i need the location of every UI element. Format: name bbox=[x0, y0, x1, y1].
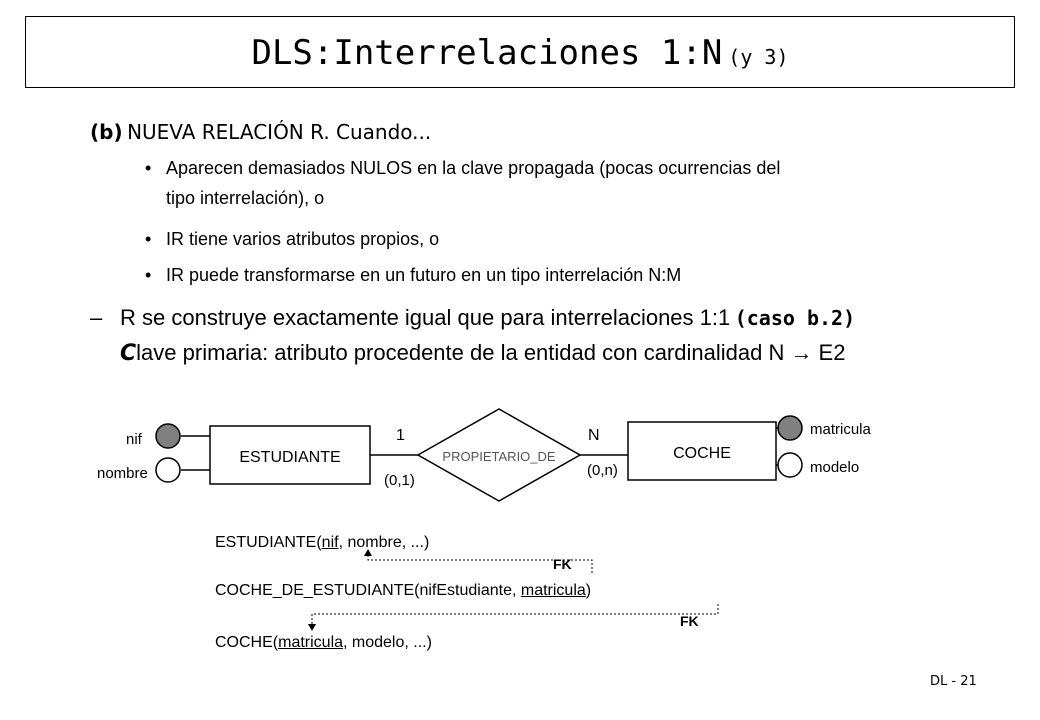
section-text: NUEVA RELACIÓN R. Cuando... bbox=[127, 120, 432, 144]
slide-title: DLS:Interrelaciones 1:N bbox=[251, 33, 723, 73]
dash-marker: – bbox=[90, 305, 103, 330]
bullet-item: • bbox=[145, 229, 152, 249]
relation-coche-de-estudiante: COCHE_DE_ESTUDIANTE(nifEstudiante, matri… bbox=[215, 582, 591, 600]
relation-estudiante-name: ESTUDIANTE( bbox=[215, 534, 322, 551]
relation-coche-rest: , modelo, ...) bbox=[343, 634, 432, 651]
dash-line-2-text: lave primaria: atributo procedente de la… bbox=[136, 340, 846, 365]
fk-label-1: FK bbox=[553, 556, 572, 572]
bullet-item: • bbox=[145, 265, 152, 285]
relationship-label: PROPIETARIO_DE bbox=[442, 449, 556, 464]
fk-arrow-1-path bbox=[367, 555, 593, 573]
entity-coche bbox=[627, 421, 777, 481]
relation-coche: COCHE(matricula, modelo, ...) bbox=[215, 634, 432, 652]
relation-coche-de-estudiante-rest: ) bbox=[585, 582, 592, 599]
dash-line-2: Clave primaria: atributo procedente de l… bbox=[120, 340, 845, 366]
dash-line-1-bold: (caso b.2) bbox=[734, 306, 856, 330]
card-left-bottom: (0,1) bbox=[384, 472, 415, 489]
entity-coche-label: COCHE bbox=[673, 445, 731, 462]
bullet-3: IR puede transformarse en un futuro en u… bbox=[166, 265, 682, 285]
card-right-top: N bbox=[588, 427, 600, 444]
attr-matricula-key-circle bbox=[777, 415, 803, 441]
relation-estudiante: ESTUDIANTE(nif, nombre, ...) bbox=[215, 534, 429, 552]
bullet-item: • bbox=[145, 158, 152, 178]
fk-arrow-1-head bbox=[364, 549, 372, 556]
dash-line-1-text: R se construye exactamente igual que par… bbox=[120, 305, 731, 330]
entity-estudiante-label: ESTUDIANTE bbox=[239, 449, 340, 466]
attr-modelo-circle bbox=[777, 452, 803, 478]
fk-arrow-2-head bbox=[308, 624, 316, 631]
dash-line-1: R se construye exactamente igual que par… bbox=[120, 305, 855, 331]
relation-coche-de-estudiante-key: matricula bbox=[520, 582, 586, 599]
attr-nif-label: nif bbox=[126, 431, 143, 448]
relationship-propietario-de bbox=[416, 408, 582, 502]
bullet-1-line-2: tipo interrelación), o bbox=[166, 188, 325, 208]
relation-estudiante-key: nif bbox=[321, 534, 339, 551]
attr-matricula-label: matricula bbox=[810, 421, 872, 438]
relation-coche-de-estudiante-name: COCHE_DE_ESTUDIANTE(nifEstudiante, bbox=[215, 582, 521, 599]
title-box: DLS:Interrelaciones 1:N(y 3) bbox=[25, 16, 1015, 88]
bullet-2: IR tiene varios atributos propios, o bbox=[166, 229, 440, 249]
attr-nombre-circle bbox=[155, 457, 181, 483]
relation-coche-name: COCHE( bbox=[215, 634, 279, 651]
attr-modelo-label: modelo bbox=[810, 459, 859, 476]
attr-nombre-label: nombre bbox=[97, 465, 148, 482]
page-number: DL - 21 bbox=[930, 674, 977, 689]
card-left-top: 1 bbox=[396, 427, 405, 444]
card-right-bottom: (0,n) bbox=[587, 462, 618, 479]
slide-subtitle: (y 3) bbox=[728, 45, 789, 69]
dash-line-2-initial: C bbox=[120, 341, 137, 366]
relation-estudiante-rest: , nombre, ...) bbox=[338, 534, 430, 551]
fk-label-2: FK bbox=[680, 613, 699, 629]
section-label: (b) bbox=[90, 120, 123, 144]
relation-coche-key: matricula bbox=[278, 634, 344, 651]
section-heading: (b) NUEVA RELACIÓN R. Cuando... bbox=[90, 120, 431, 144]
bullet-1-line-1: Aparecen demasiados NULOS en la clave pr… bbox=[166, 158, 781, 178]
fk-arrow-2-path bbox=[311, 604, 719, 625]
attr-nif-key-circle bbox=[155, 423, 181, 449]
